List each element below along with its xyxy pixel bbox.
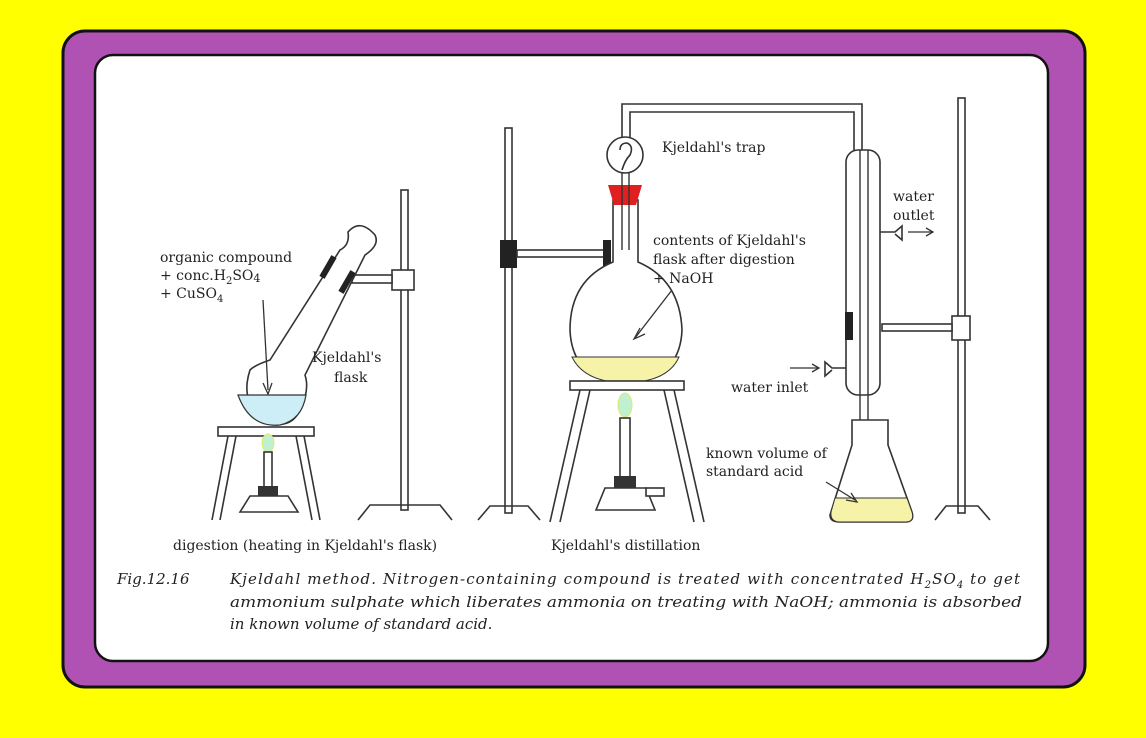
blue-liquid — [237, 394, 307, 426]
kjeldahl-trap — [606, 136, 644, 174]
label-kjeldahl-flask-1: Kjeldahl's — [312, 350, 381, 366]
label-cuso4: + CuSO4 — [160, 286, 223, 305]
label-kjeldahl-flask-2: flask — [334, 370, 368, 386]
white-panel — [93, 53, 1050, 663]
condenser — [845, 149, 881, 396]
label-contents-2: flask after digestion — [653, 252, 795, 268]
distillation-apparatus — [477, 97, 991, 523]
red-stopper — [608, 185, 642, 205]
label-digestion: digestion (heating in Kjeldahl's flask) — [173, 538, 437, 554]
label-organic-compound: organic compound — [160, 250, 292, 266]
label-kjeldahl-trap: Kjeldahl's trap — [662, 140, 766, 156]
figure-number: Fig.12.16 — [116, 570, 190, 588]
label-water-inlet: water inlet — [731, 380, 809, 396]
digestion-apparatus — [211, 189, 453, 521]
label-water-outlet-2: outlet — [893, 208, 935, 224]
caption-line-3: in known volume of standard acid. — [230, 615, 492, 633]
caption-line-1: Kjeldahl method. Nitrogen-containing com… — [229, 570, 1021, 591]
flame-icon — [617, 392, 633, 418]
label-contents-1: contents of Kjeldahl's — [653, 233, 806, 249]
label-conc-h2so4: + conc.H2SO4 — [160, 268, 260, 287]
label-water-outlet-1: water — [893, 189, 934, 205]
label-standard-acid-1: known volume of — [706, 446, 829, 462]
label-standard-acid-2: standard acid — [706, 464, 803, 480]
label-distillation: Kjeldahl's distillation — [551, 538, 700, 554]
caption-line-2: ammonium sulphate which liberates ammoni… — [230, 593, 1022, 611]
label-contents-3: + NaOH — [653, 271, 713, 287]
flame-icon — [261, 433, 275, 453]
